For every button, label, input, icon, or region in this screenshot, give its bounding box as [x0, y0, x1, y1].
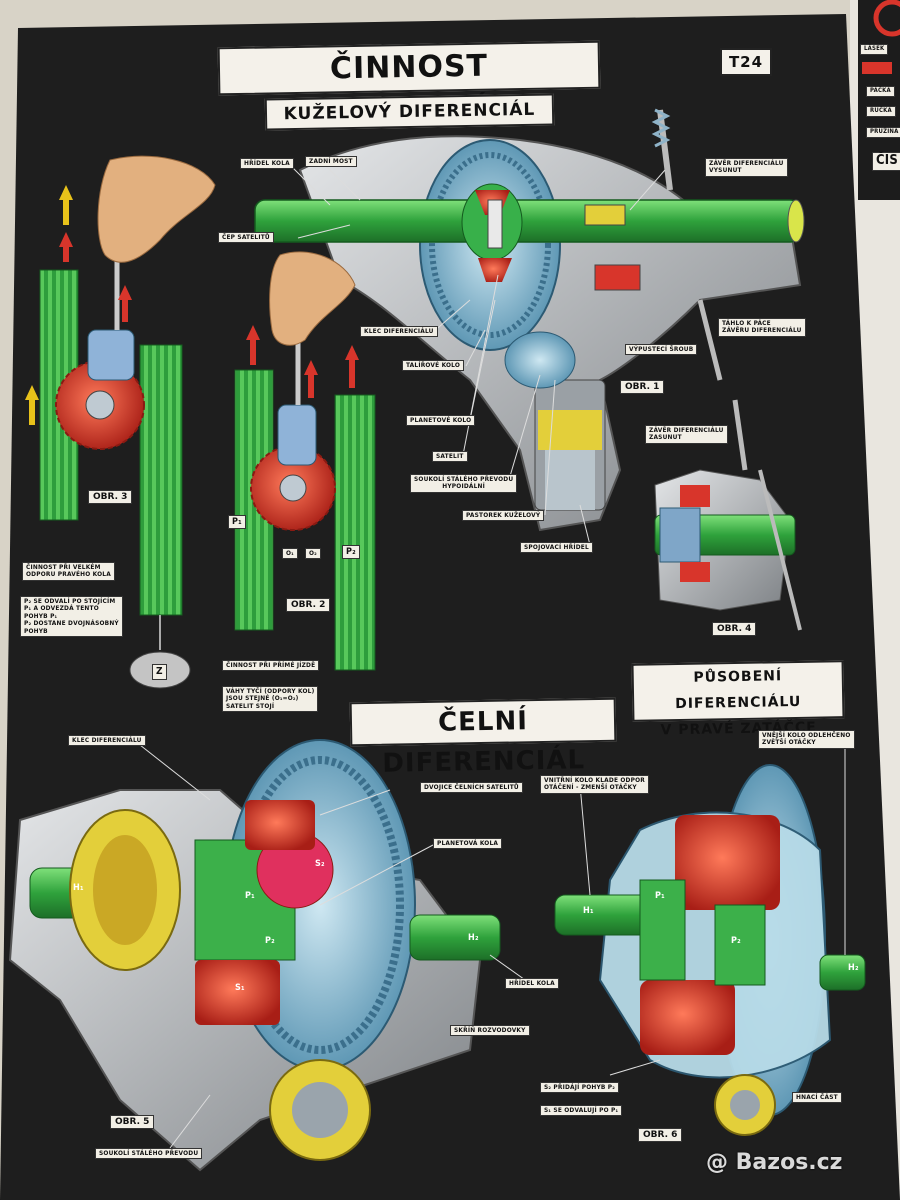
label-soukoli-fig5: SOUKOLÍ STÁLÉHO PŘEVODU	[95, 1148, 203, 1160]
right-turn-illustration	[554, 764, 866, 1136]
watermark: @ Bazos.cz	[706, 1150, 843, 1175]
label-planetova-kola: PLANETOVÁ KOLA	[433, 838, 503, 850]
label-skrin-rozvodovky: SKŘÍŇ ROZVODOVKY	[450, 1025, 530, 1037]
bevel-differential-illustration	[254, 108, 805, 532]
label-p2-fig5: P₂	[265, 936, 275, 946]
label-spojovaci-hridel: SPOJOVACÍ HŘÍDEL	[520, 542, 593, 554]
label-hnaci-cast: HNACÍ ČÁST	[792, 1092, 842, 1104]
label-p1-fig6: P₁	[655, 891, 665, 901]
label-s2-pridaji: S₂ PŘIDÁJÍ POHYB P₂	[540, 1082, 620, 1094]
figure-label-obr3: OBR. 3	[88, 490, 133, 504]
label-h1-fig5: H₁	[73, 883, 84, 893]
label-dvojice-satelitu: DVOJICE ČELNÍCH SATELITŮ	[420, 782, 523, 794]
section-title-spur: ČELNÍ DIFERENCIÁL	[349, 697, 617, 779]
label-p1-fig5: P₁	[245, 891, 255, 901]
label-s1-odvaluji: S₁ SE ODVALUJÍ PO P₁	[540, 1105, 623, 1117]
label-s2-fig5: S₂	[315, 859, 325, 869]
label-p2-odvali: P₂ SE ODVALÍ PO STOJÍCÍM P₁ A ODVEZDÁ TE…	[20, 596, 123, 638]
label-cinnost-velkem-odporu: ČINNOST PŘI VELKÉM ODPORU PRAVÉHO KOLA	[22, 562, 115, 581]
label-rack-p1: P₁	[228, 515, 246, 530]
section-title-right-turn: PŮSOBENÍ DIFERENCIÁLU V PRAVÉ ZATÁČCE	[631, 660, 845, 738]
label-pastorek-kuzelovy: PASTOREK KUŽELOVÝ	[462, 510, 545, 522]
label-zadni-most: ZADNÍ MOST	[305, 156, 357, 168]
figure-label-obr5: OBR. 5	[110, 1115, 155, 1129]
rack-demo-large-resistance	[25, 155, 216, 689]
label-klec-diferencialu: KLEC DIFERENCIÁLU	[360, 326, 438, 338]
poster-code: T24	[720, 48, 772, 76]
label-vahy-tyci: VÁHY TYČÍ (ODPORY KOL) JSOU STEJNÉ (O₁=O…	[222, 686, 319, 713]
label-h2-fig6: H₂	[848, 963, 859, 973]
label-vnejsi-kolo: VNĚJŠÍ KOLO ODLEHČENO ZVĚTŠÍ OTÁČKY	[758, 730, 855, 749]
poster-title: ČINNOST DIFERENCIÁLU	[217, 40, 601, 131]
label-hridel-kola-fig5: HŘÍDEL KOLA	[505, 978, 559, 990]
lock-engaged-illustration	[654, 399, 802, 631]
label-vyposteci-sroub: VÝPUSTECÍ ŠROUB	[625, 344, 698, 356]
label-satelit: SATELIT	[432, 451, 468, 463]
label-tahlo: TÁHLO K PÁCE ZÁVĚRU DIFERENCIÁLU	[718, 318, 806, 337]
poster-subtitle: KUŽELOVÝ DIFERENCIÁL	[264, 93, 555, 131]
leader-lines	[139, 164, 846, 1149]
label-talirove-kolo: TALÍŘOVÉ KOLO	[402, 360, 465, 372]
label-s1-fig5: S₁	[235, 983, 245, 993]
label-cinnost-prime-jizde: ČINNOST PŘI PŘÍMÉ JÍZDĚ	[222, 660, 320, 672]
label-klec-fig5: KLEC DIFERENCIÁLU	[68, 735, 146, 747]
side-item-3: PRUŽINA	[866, 127, 900, 138]
figure-label-obr4: OBR. 4	[712, 622, 757, 636]
label-rack-p2: P₂	[342, 545, 360, 560]
side-item-1: PÁČKA	[866, 86, 895, 97]
figure-label-obr1: OBR. 1	[620, 380, 665, 394]
label-o1: O₁	[282, 548, 298, 560]
label-h2-fig5: H₂	[468, 933, 479, 943]
label-vnitrni-kolo: VNITŘNÍ KOLO KLADE ODPOR OTÁČENÍ - ZMENŠ…	[540, 775, 649, 794]
label-hridel-kola: HŘÍDEL KOLA	[240, 158, 294, 170]
side-item-0: LÁSEK	[860, 44, 889, 55]
label-p2-fig6: P₂	[731, 936, 741, 946]
label-o2: O₂	[305, 548, 321, 560]
label-weight-z: Z	[152, 664, 167, 680]
label-zaver-vysunut: ZÁVĚR DIFERENCIÁLU VYSUNUT	[705, 158, 788, 177]
label-cep-satelitu: ČEP SATELITŮ	[218, 232, 274, 244]
label-h1-fig6: H₁	[583, 906, 594, 916]
rack-demo-straight-driving	[234, 251, 376, 671]
label-zaver-zasunut: ZÁVĚR DIFERENCIÁLU ZASUNUT	[645, 425, 728, 444]
label-soukoli-hypoidalni: SOUKOLÍ STÁLÉHO PŘEVODU HYPOIDÁLNÍ	[410, 474, 518, 493]
label-planetove-kolo: PLANETOVÉ KOLO	[406, 415, 476, 427]
figure-label-obr6: OBR. 6	[638, 1128, 683, 1142]
side-item-4: ČIS	[872, 152, 900, 171]
figure-label-obr2: OBR. 2	[286, 598, 331, 612]
side-item-2: RUČKA	[866, 106, 896, 117]
